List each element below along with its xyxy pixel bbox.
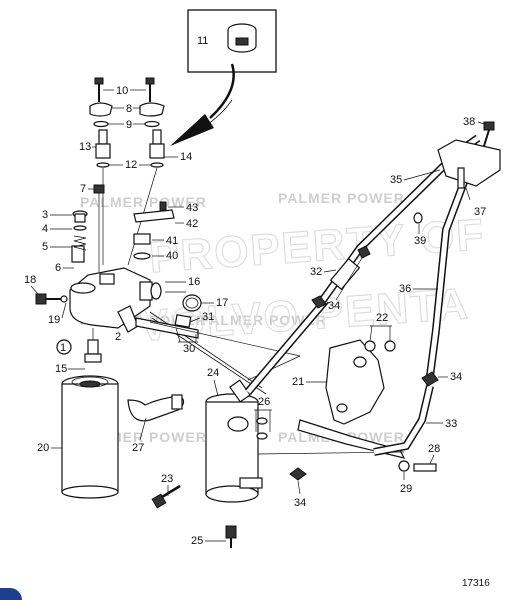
callout-36: 36: [399, 283, 411, 295]
callout-19: 19: [48, 314, 60, 326]
figure-number: 17316: [462, 578, 490, 589]
filter-head-assembly: [35, 184, 202, 363]
corner-badge: [0, 588, 22, 600]
callout-12: 12: [125, 159, 137, 171]
callout-14: 14: [180, 151, 192, 163]
oil-cooler: [205, 379, 268, 548]
callout-37: 37: [474, 206, 486, 218]
callout-11: 11: [197, 35, 208, 47]
callout-17: 17: [216, 297, 228, 309]
watermark-brand: PALMER POWER: [278, 190, 405, 206]
callout-33: 33: [445, 418, 457, 430]
sensor-parts: [133, 201, 175, 260]
callout-39: 39: [414, 235, 426, 247]
callout-24: 24: [207, 367, 219, 379]
callout-28: 28: [428, 443, 440, 455]
oil-filter: [61, 375, 119, 499]
callout-40: 40: [166, 250, 178, 262]
watermark-large: VOLVO PENTA: [138, 279, 471, 351]
callout-1: 1: [60, 342, 66, 354]
callout-7: 7: [80, 183, 86, 195]
callout-34: 34: [450, 371, 462, 383]
bolt-23: [151, 484, 181, 509]
callout-3: 3: [42, 209, 48, 221]
callout-27: 27: [132, 442, 144, 454]
callout-15: 15: [55, 363, 67, 375]
callout-10: 10: [116, 85, 128, 97]
callout-34: 34: [328, 300, 340, 312]
callout-35: 35: [390, 174, 402, 186]
callout-21: 21: [292, 376, 304, 388]
callout-4: 4: [42, 223, 48, 235]
watermark-brand: PALMER POWER: [200, 312, 327, 328]
callout-29: 29: [400, 483, 412, 495]
callout-31: 31: [202, 311, 214, 323]
callout-9: 9: [126, 119, 132, 131]
callout-20: 20: [37, 442, 49, 454]
inset-box: 11: [170, 9, 277, 146]
callout-18: 18: [24, 274, 36, 286]
callout-26: 26: [258, 396, 270, 408]
callout-25: 25: [191, 535, 203, 547]
upper-pipe-lines: [244, 121, 501, 481]
clamp-strap: [127, 394, 185, 422]
callout-30: 30: [183, 343, 195, 355]
callout-5: 5: [42, 241, 48, 253]
callout-43: 43: [186, 202, 198, 214]
callout-8: 8: [126, 103, 132, 115]
callout-22: 22: [376, 312, 388, 324]
arrow-icon: [170, 114, 214, 146]
callout-6: 6: [55, 262, 61, 274]
callout-32: 32: [310, 266, 322, 278]
callout-13: 13: [79, 141, 91, 153]
callout-layer: 1 2 3 4 5 6 7 8 9 10 12 13 14 15 16 17 1…: [24, 85, 486, 547]
callout-2: 2: [115, 331, 121, 343]
callout-23: 23: [161, 473, 173, 485]
oil-pipes: [135, 311, 301, 395]
callout-34: 34: [294, 497, 306, 509]
callout-41: 41: [166, 235, 178, 247]
callout-42: 42: [186, 218, 198, 230]
callout-16: 16: [188, 276, 200, 288]
watermark-brand: PALMER POWER: [80, 194, 207, 210]
callout-38: 38: [463, 116, 475, 128]
